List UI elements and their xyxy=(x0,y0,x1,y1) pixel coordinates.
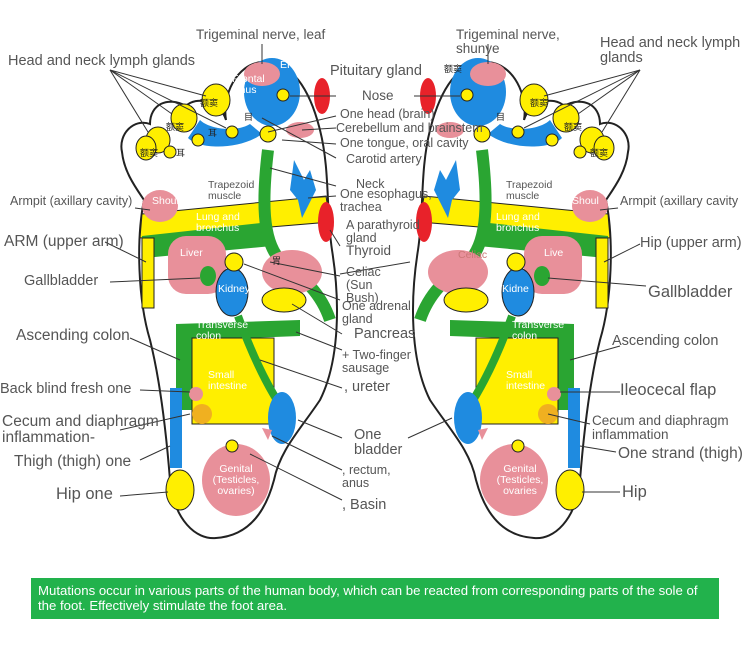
label-right-trapezoid: Trapezoid muscle xyxy=(506,179,553,203)
label-right-ileocecal: Ileocecal flap xyxy=(620,381,717,399)
label-cjk-sinus-l1: 额窦 xyxy=(200,99,219,109)
label-left-transverse: Transverse colon xyxy=(196,319,249,343)
label-right-armpit: Armpit (axillary cavity xyxy=(620,194,739,208)
label-left-genital: Genital (Testicles, ovaries) xyxy=(212,463,260,498)
label-right-liver: Live xyxy=(544,247,564,259)
label-cjk-ear-l: 耳 xyxy=(176,149,186,159)
label-cjk-eye-l: 目 xyxy=(244,113,254,123)
label-right-small-intestine: Small intestine xyxy=(506,369,546,393)
label-left-ascending: Ascending colon xyxy=(16,327,130,344)
label-right-hip: Hip xyxy=(622,483,647,501)
label-right-head-neck: Head and neck lymph glands xyxy=(600,35,741,67)
label-left-small-intestine: Small intestine xyxy=(208,369,248,393)
label-cjk-sinus-r2: 额窦 xyxy=(564,123,583,133)
label-rectum: , rectum, anus xyxy=(342,463,391,491)
label-right-cecum: Cecum and diaphragm inflammation xyxy=(592,413,729,443)
label-one-head: One head (brain) xyxy=(340,107,435,121)
label-left-lung: Lung and bronchus xyxy=(196,211,240,235)
label-left-head-neck: Head and neck lymph glands xyxy=(8,53,196,69)
label-right-genital: Genital (Testicles, ovaries xyxy=(496,463,544,498)
label-left-kidney: Kidney xyxy=(218,283,251,295)
label-stomach-cjk: 胃 xyxy=(272,257,282,267)
label-cjk-eye-r: 目 xyxy=(496,113,506,123)
label-left-cecum: Cecum and diaphragm inflammation- xyxy=(2,413,159,447)
label-right-celiac: Celiac xyxy=(458,249,488,261)
label-left-er: ER xyxy=(280,59,295,71)
leader-lines xyxy=(104,44,647,501)
label-cjk-sinus-l3: 额窦 xyxy=(140,149,159,159)
label-left-back-blind: Back blind fresh one xyxy=(0,381,132,397)
label-cjk-sinus-r3: 额窦 xyxy=(590,149,609,159)
label-right-transverse: Transverse colon xyxy=(512,319,565,343)
label-cerebellum: Cerebellum and brainstem xyxy=(336,121,483,135)
label-left-gallbladder: Gallbladder xyxy=(24,273,99,289)
label-pituitary: Pituitary gland xyxy=(330,63,422,79)
label-basin: , Basin xyxy=(342,497,387,513)
label-left-hip: Hip one xyxy=(56,485,113,503)
label-left-armpit: Armpit (axillary cavity) xyxy=(10,194,133,208)
label-right-strand: One strand (thigh) xyxy=(618,445,743,462)
label-neck: Neck xyxy=(356,177,385,191)
label-left-thigh: Thigh (thigh) one xyxy=(14,453,132,470)
label-left-arm: ARM (upper arm) xyxy=(4,233,124,250)
label-pancreas: Pancreas xyxy=(354,326,416,342)
label-cjk-sinus-r0: 额窦 xyxy=(444,65,463,75)
label-sausage: + Two-finger sausage xyxy=(342,348,411,376)
label-celiac: Celiac (Sun Bush) xyxy=(346,265,381,306)
label-carotid: Carotid artery xyxy=(346,152,422,166)
label-right-lung: Lung and bronchus xyxy=(496,211,540,235)
label-left-shoulder: Shoulder xyxy=(152,195,195,207)
label-right-hip-upper-arm: Hip (upper arm) xyxy=(640,235,742,251)
label-ureter: , ureter xyxy=(344,379,390,395)
label-cjk-ear-l2: 耳 xyxy=(208,129,218,139)
info-banner: Mutations occur in various parts of the … xyxy=(31,578,719,619)
label-left-liver: Liver xyxy=(180,247,203,259)
label-right-gallbladder: Gallbladder xyxy=(648,283,733,301)
label-cjk-sinus-r1: 额窦 xyxy=(530,99,549,109)
label-parathyroid: A parathyroid gland xyxy=(346,218,420,246)
label-esophagus: One esophagus, trachea xyxy=(340,187,432,215)
label-left-trigeminal: Trigeminal nerve, leaf xyxy=(196,27,326,42)
label-right-trigeminal: Trigeminal nerve, shunye xyxy=(456,27,560,57)
label-adrenal: One adrenal gland xyxy=(342,299,411,327)
label-bladder: One bladder xyxy=(354,427,403,459)
label-cjk-sinus-l2: 额窦 xyxy=(166,123,185,133)
label-right-shoulder: Shoul xyxy=(572,195,599,207)
label-right-ascending: Ascending colon xyxy=(612,333,719,349)
label-left-frontal-sinus: Frontal sinus xyxy=(232,73,265,97)
label-nose: Nose xyxy=(362,88,394,103)
label-tongue: One tongue, oral cavity xyxy=(340,136,469,150)
label-left-trapezoid: Trapezoid muscle xyxy=(208,179,255,203)
label-thyroid: Thyroid xyxy=(346,243,392,258)
label-right-kidney: Kidne xyxy=(502,283,529,295)
banner-text: Mutations occur in various parts of the … xyxy=(38,583,698,613)
